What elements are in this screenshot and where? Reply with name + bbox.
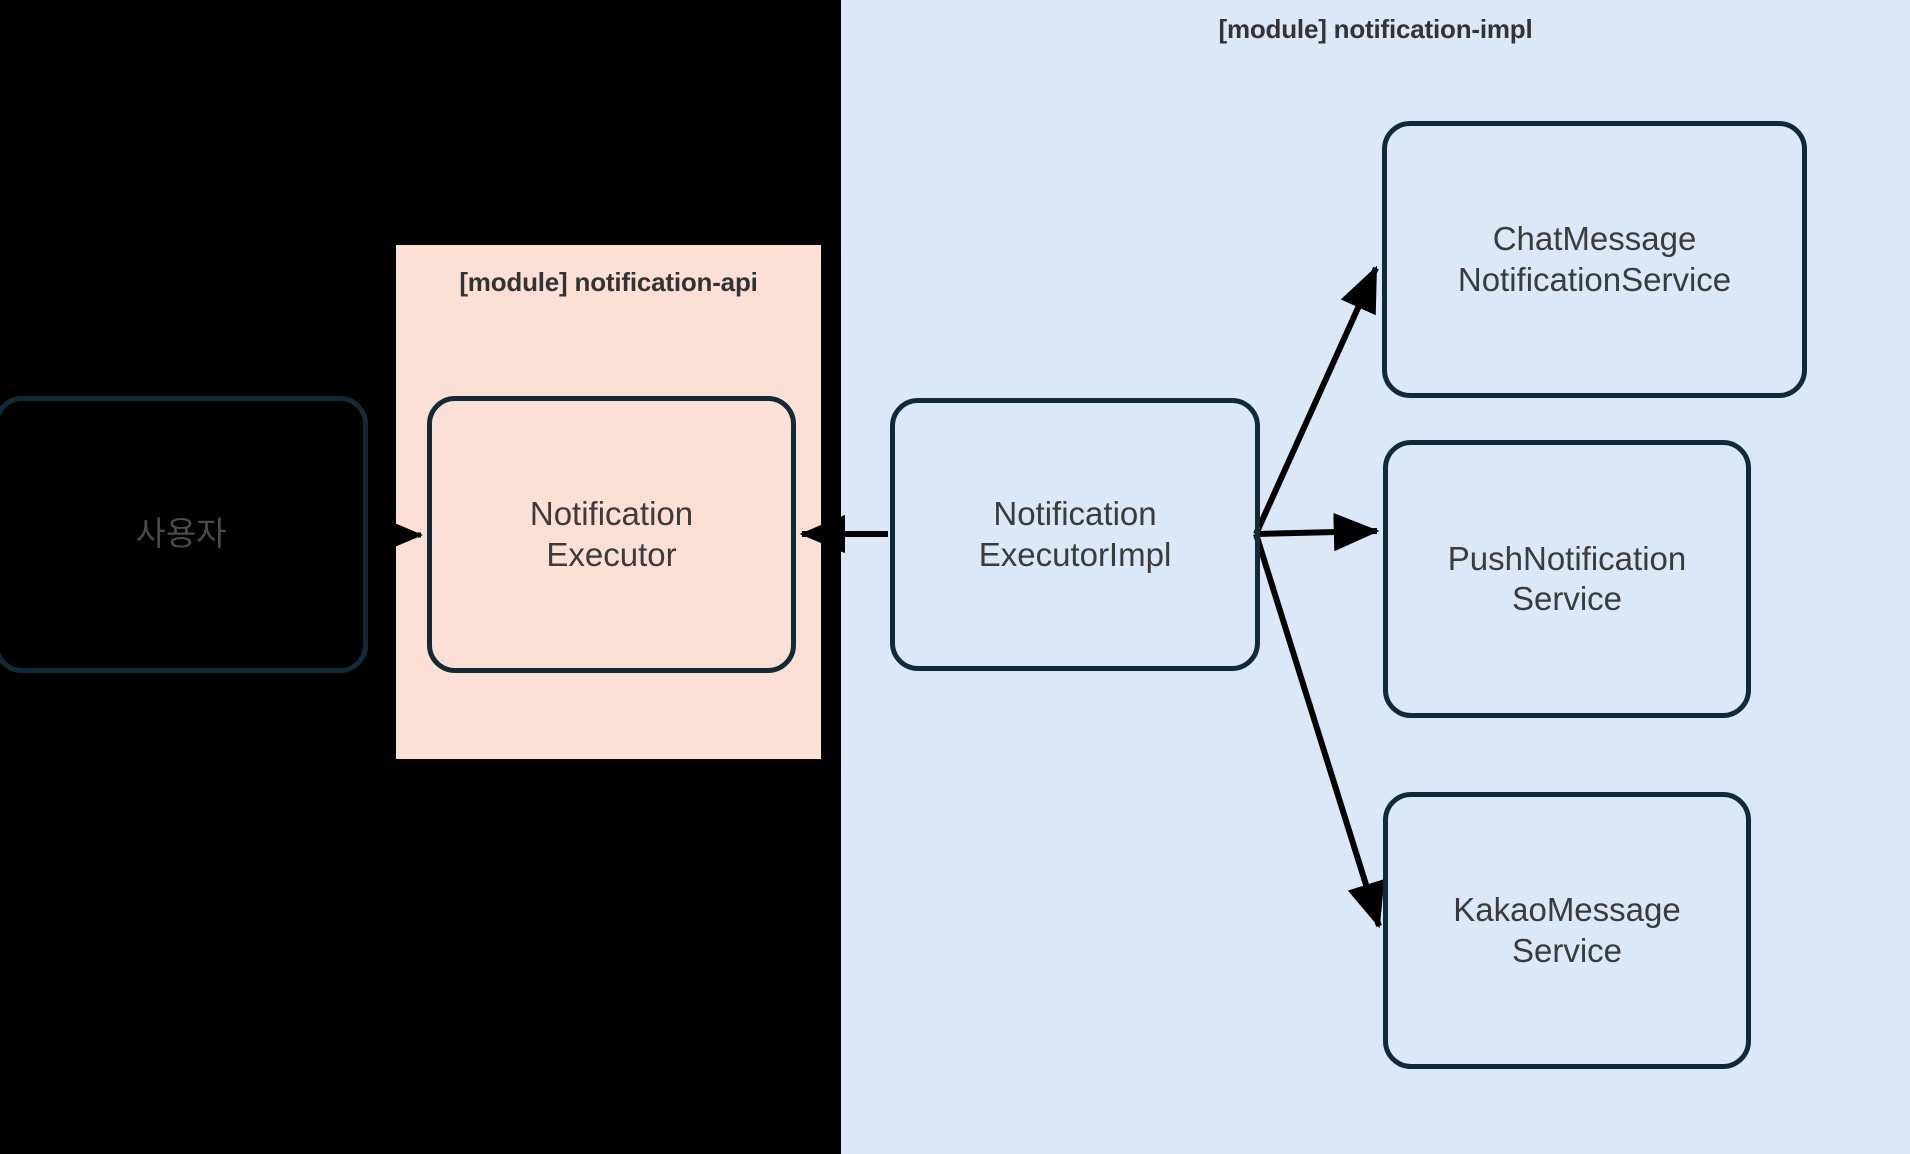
node-notification-executor-label: Notification Executor (520, 494, 703, 575)
node-notification-executor-impl-label-line2: ExecutorImpl (978, 535, 1172, 573)
node-chat-message-notification-service-label: ChatMessage NotificationService (1448, 219, 1741, 300)
node-push-notification-service-label-line1: PushNotification (1447, 539, 1687, 577)
node-user[interactable]: 사용자 (0, 396, 368, 673)
node-push-notification-service-label-line2: Service (1511, 580, 1623, 617)
node-chat-message-notification-service-label-line1: ChatMessage (1492, 220, 1697, 258)
node-push-notification-service-label: PushNotification Service (1438, 539, 1696, 620)
node-push-notification-service[interactable]: PushNotification Service (1383, 440, 1751, 718)
node-kakao-message-service[interactable]: KakaoMessage Service (1383, 792, 1751, 1069)
module-notification-api: [module] notification-api (396, 245, 821, 759)
node-kakao-message-service-label: KakaoMessage Service (1443, 890, 1690, 971)
node-notification-executor-label-line2: Executor (546, 535, 677, 573)
node-kakao-message-service-label-line2: Service (1511, 931, 1623, 969)
module-notification-impl-label: [module] notification-impl (1218, 14, 1533, 44)
node-notification-executor-impl[interactable]: Notification ExecutorImpl (890, 398, 1260, 671)
node-chat-message-notification-service[interactable]: ChatMessage NotificationService (1382, 121, 1807, 398)
module-notification-api-label: [module] notification-api (459, 267, 758, 297)
node-user-label: 사용자 (135, 515, 227, 553)
node-kakao-message-service-label-line1: KakaoMessage (1453, 891, 1681, 929)
node-notification-executor-impl-label-line1: Notification (993, 495, 1157, 533)
node-notification-executor-impl-label: Notification ExecutorImpl (969, 494, 1182, 575)
node-notification-executor-label-line1: Notification (529, 495, 694, 533)
node-notification-executor[interactable]: Notification Executor (427, 396, 796, 673)
module-notification-impl: [module] notification-impl (841, 0, 1910, 1154)
node-chat-message-notification-service-label-line2: NotificationService (1457, 260, 1732, 298)
